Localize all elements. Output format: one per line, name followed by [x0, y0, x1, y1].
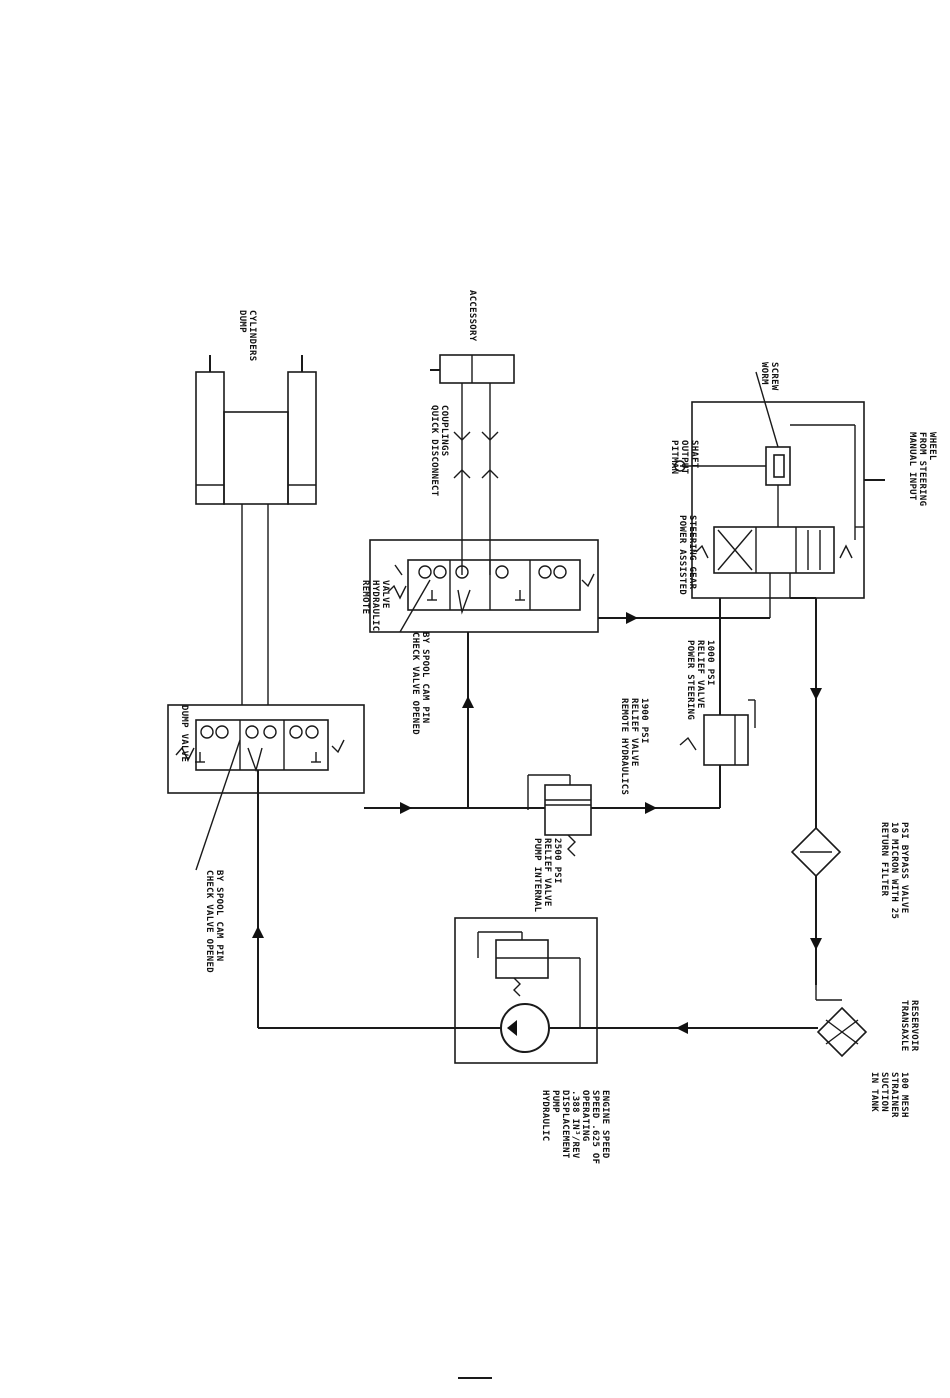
label-dump-valve: DUMP VALVE	[179, 705, 189, 762]
label-pump-relief: PUMP INTERNAL RELIEF VALVE 2500 PSI	[532, 838, 562, 913]
label-remote-relief: REMOTE HYDRAULICS RELIEF VALVE 1900 PSI	[619, 698, 649, 795]
hydraulic-lines	[257, 597, 818, 1029]
label-suction-strainer: IN TANK SUCTION STRAINER 100 MESH	[869, 1072, 909, 1118]
label-line: REMOTE HYDRAULICS	[619, 698, 629, 795]
label-line: BY SPOOL CAM PIN	[420, 632, 430, 724]
label-line: DISPLACEMENT	[560, 1090, 570, 1159]
label-line: QUICK DISCONNECT	[429, 405, 439, 497]
flow-arrows	[252, 612, 822, 1034]
label-pitman: PITMAN OUTPUT SHAFT	[669, 440, 699, 475]
label-line: COUPLINGS	[439, 405, 449, 456]
label-line: RELIEF VALVE	[629, 698, 639, 767]
label-line: PSI BYPASS VALVE	[899, 822, 909, 914]
label-line: FROM STEERING	[917, 432, 927, 506]
label-check-valve-dump: CHECK VALVE OPENED BY SPOOL CAM PIN	[204, 870, 224, 973]
dump-cylinders	[195, 355, 317, 705]
label-line: RELIEF VALVE	[695, 640, 705, 709]
label-line: SPEED .625 OF	[590, 1090, 600, 1164]
label-line: VALVE	[380, 580, 390, 609]
label-line: 100 MESH	[899, 1072, 909, 1118]
hydraulic-pump-assembly	[454, 917, 598, 1064]
accessory-cylinder	[430, 354, 515, 575]
label-line: MANUAL INPUT	[907, 432, 917, 501]
remote-hydraulics-relief-valve	[527, 774, 592, 857]
label-line: ENGINE SPEED	[600, 1090, 610, 1159]
label-dump-cylinders: DUMP CYLINDERS	[237, 310, 257, 361]
label-ps-relief: POWER STEERING RELIEF VALVE 1000 PSI	[685, 640, 715, 720]
label-remote-valve: REMOTE HYDRAULIC VALVE	[360, 580, 390, 631]
label-line: IN TANK	[869, 1072, 879, 1112]
label-line: CYLINDERS	[247, 310, 257, 361]
label-accessory: ACCESSORY	[467, 290, 477, 342]
label-line: SCREW	[769, 362, 779, 391]
label-line: SHAFT	[689, 440, 699, 469]
leader-lines	[195, 371, 779, 871]
label-steering-gear: POWER ASSISTED STEERING GEAR	[677, 515, 697, 595]
label-line: SUCTION	[879, 1072, 889, 1112]
label-line: 10 MICRON WITH 25	[889, 822, 899, 919]
label-hydraulic-pump: HYDRAULIC PUMP DISPLACEMENT .388 IN³/REV…	[540, 1090, 610, 1164]
label-line: 2500 PSI	[552, 838, 562, 884]
label-line: RETURN FILTER	[879, 822, 889, 897]
transaxle-reservoir	[815, 985, 868, 1058]
label-line: BY SPOOL CAM PIN	[214, 870, 224, 962]
label-line: POWER STEERING	[685, 640, 695, 720]
label-manual-input: MANUAL INPUT FROM STEERING WHEEL	[907, 432, 937, 506]
label-line: HYDRAULIC	[540, 1090, 550, 1141]
label-line: PUMP	[550, 1090, 560, 1113]
label-line: PITMAN	[669, 440, 679, 474]
label-return-filter: RETURN FILTER 10 MICRON WITH 25 PSI BYPA…	[879, 822, 909, 919]
label-line: STRAINER	[889, 1072, 899, 1118]
label-worm-screw: WORM SCREW	[759, 362, 779, 391]
label-line: WHEEL	[927, 432, 937, 461]
label-transaxle-reservoir: TRANSAXLE RESERVOIR	[899, 1000, 919, 1052]
label-line: POWER ASSISTED	[677, 515, 687, 595]
label-line: CHECK VALVE OPENED	[204, 870, 214, 973]
label-line: RELIEF VALVE	[542, 838, 552, 907]
power-steering-relief-valve	[679, 699, 756, 766]
return-filter	[790, 826, 842, 878]
dump-valve	[167, 704, 365, 794]
quick-disconnect-couplings	[453, 431, 499, 479]
label-line: REMOTE	[360, 580, 370, 614]
label-line: .388 IN³/REV	[570, 1090, 580, 1159]
label-line: OPERATING	[580, 1090, 590, 1141]
label-line: DUMP VALVE	[179, 705, 189, 762]
label-line: ACCESSORY	[467, 290, 477, 342]
label-line: WORM	[759, 362, 769, 385]
label-line: DUMP	[237, 310, 247, 333]
label-quick-disconnect: QUICK DISCONNECT COUPLINGS	[429, 405, 449, 497]
label-line: TRANSAXLE	[899, 1000, 909, 1051]
power-steering-gear	[674, 401, 885, 618]
label-line: CHECK VALVE OPENED	[410, 632, 420, 735]
label-check-valve-remote: CHECK VALVE OPENED BY SPOOL CAM PIN	[410, 632, 430, 735]
label-line: STEERING GEAR	[687, 515, 697, 590]
label-line: 1900 PSI	[639, 698, 649, 744]
label-line: HYDRAULIC	[370, 580, 380, 631]
label-line: PUMP INTERNAL	[532, 838, 542, 913]
remote-hydraulic-valve	[369, 539, 599, 633]
label-line: 1000 PSI	[705, 640, 715, 686]
label-line: RESERVOIR	[909, 1000, 919, 1052]
label-line: OUTPUT	[679, 440, 689, 475]
